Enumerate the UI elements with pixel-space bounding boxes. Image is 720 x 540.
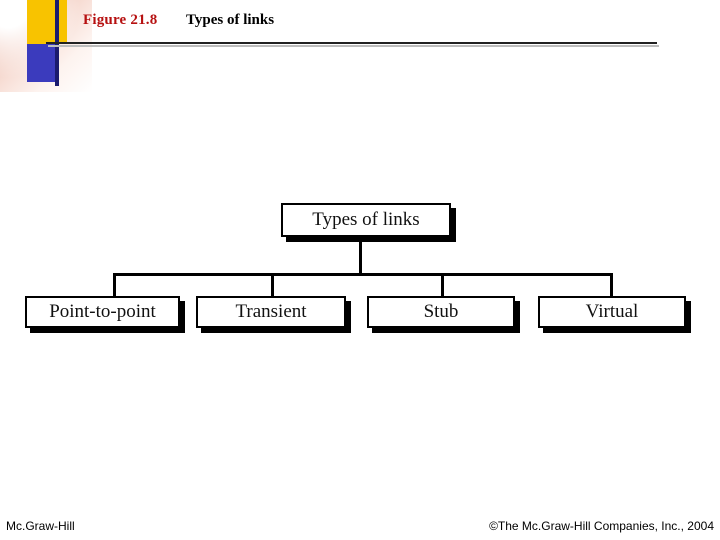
header-rule-shadow [48,45,659,47]
diagram-node-root-label: Types of links [312,209,420,230]
diagram-node-stub: Stub [367,296,515,328]
header-blue-block [27,44,59,82]
connector-horizontal-bus [113,273,613,276]
diagram-node-point-to-point: Point-to-point [25,296,180,328]
diagram-node-transient-label: Transient [235,301,307,322]
diagram-node-stub-label: Stub [423,301,459,322]
figure-number-label: Figure 21.8 [83,12,158,28]
connector-drop-transient [271,273,274,297]
connector-drop-stub [441,273,444,297]
diagram-node-virtual-label: Virtual [585,301,639,322]
diagram-node-virtual: Virtual [538,296,686,328]
diagram-node-transient: Transient [196,296,346,328]
footer-copyright: ©The Mc.Graw-Hill Companies, Inc., 2004 [489,519,714,533]
connector-drop-point-to-point [113,273,116,297]
connector-drop-virtual [610,273,613,297]
diagram-node-root: Types of links [281,203,451,237]
header-horizontal-rule [46,42,657,44]
page-title: Types of links [186,12,275,28]
header-yellow-block [27,0,67,44]
diagram-node-point-to-point-label: Point-to-point [49,301,156,322]
connector-root-stem [359,237,362,275]
footer-publisher: Mc.Graw-Hill [6,519,75,533]
